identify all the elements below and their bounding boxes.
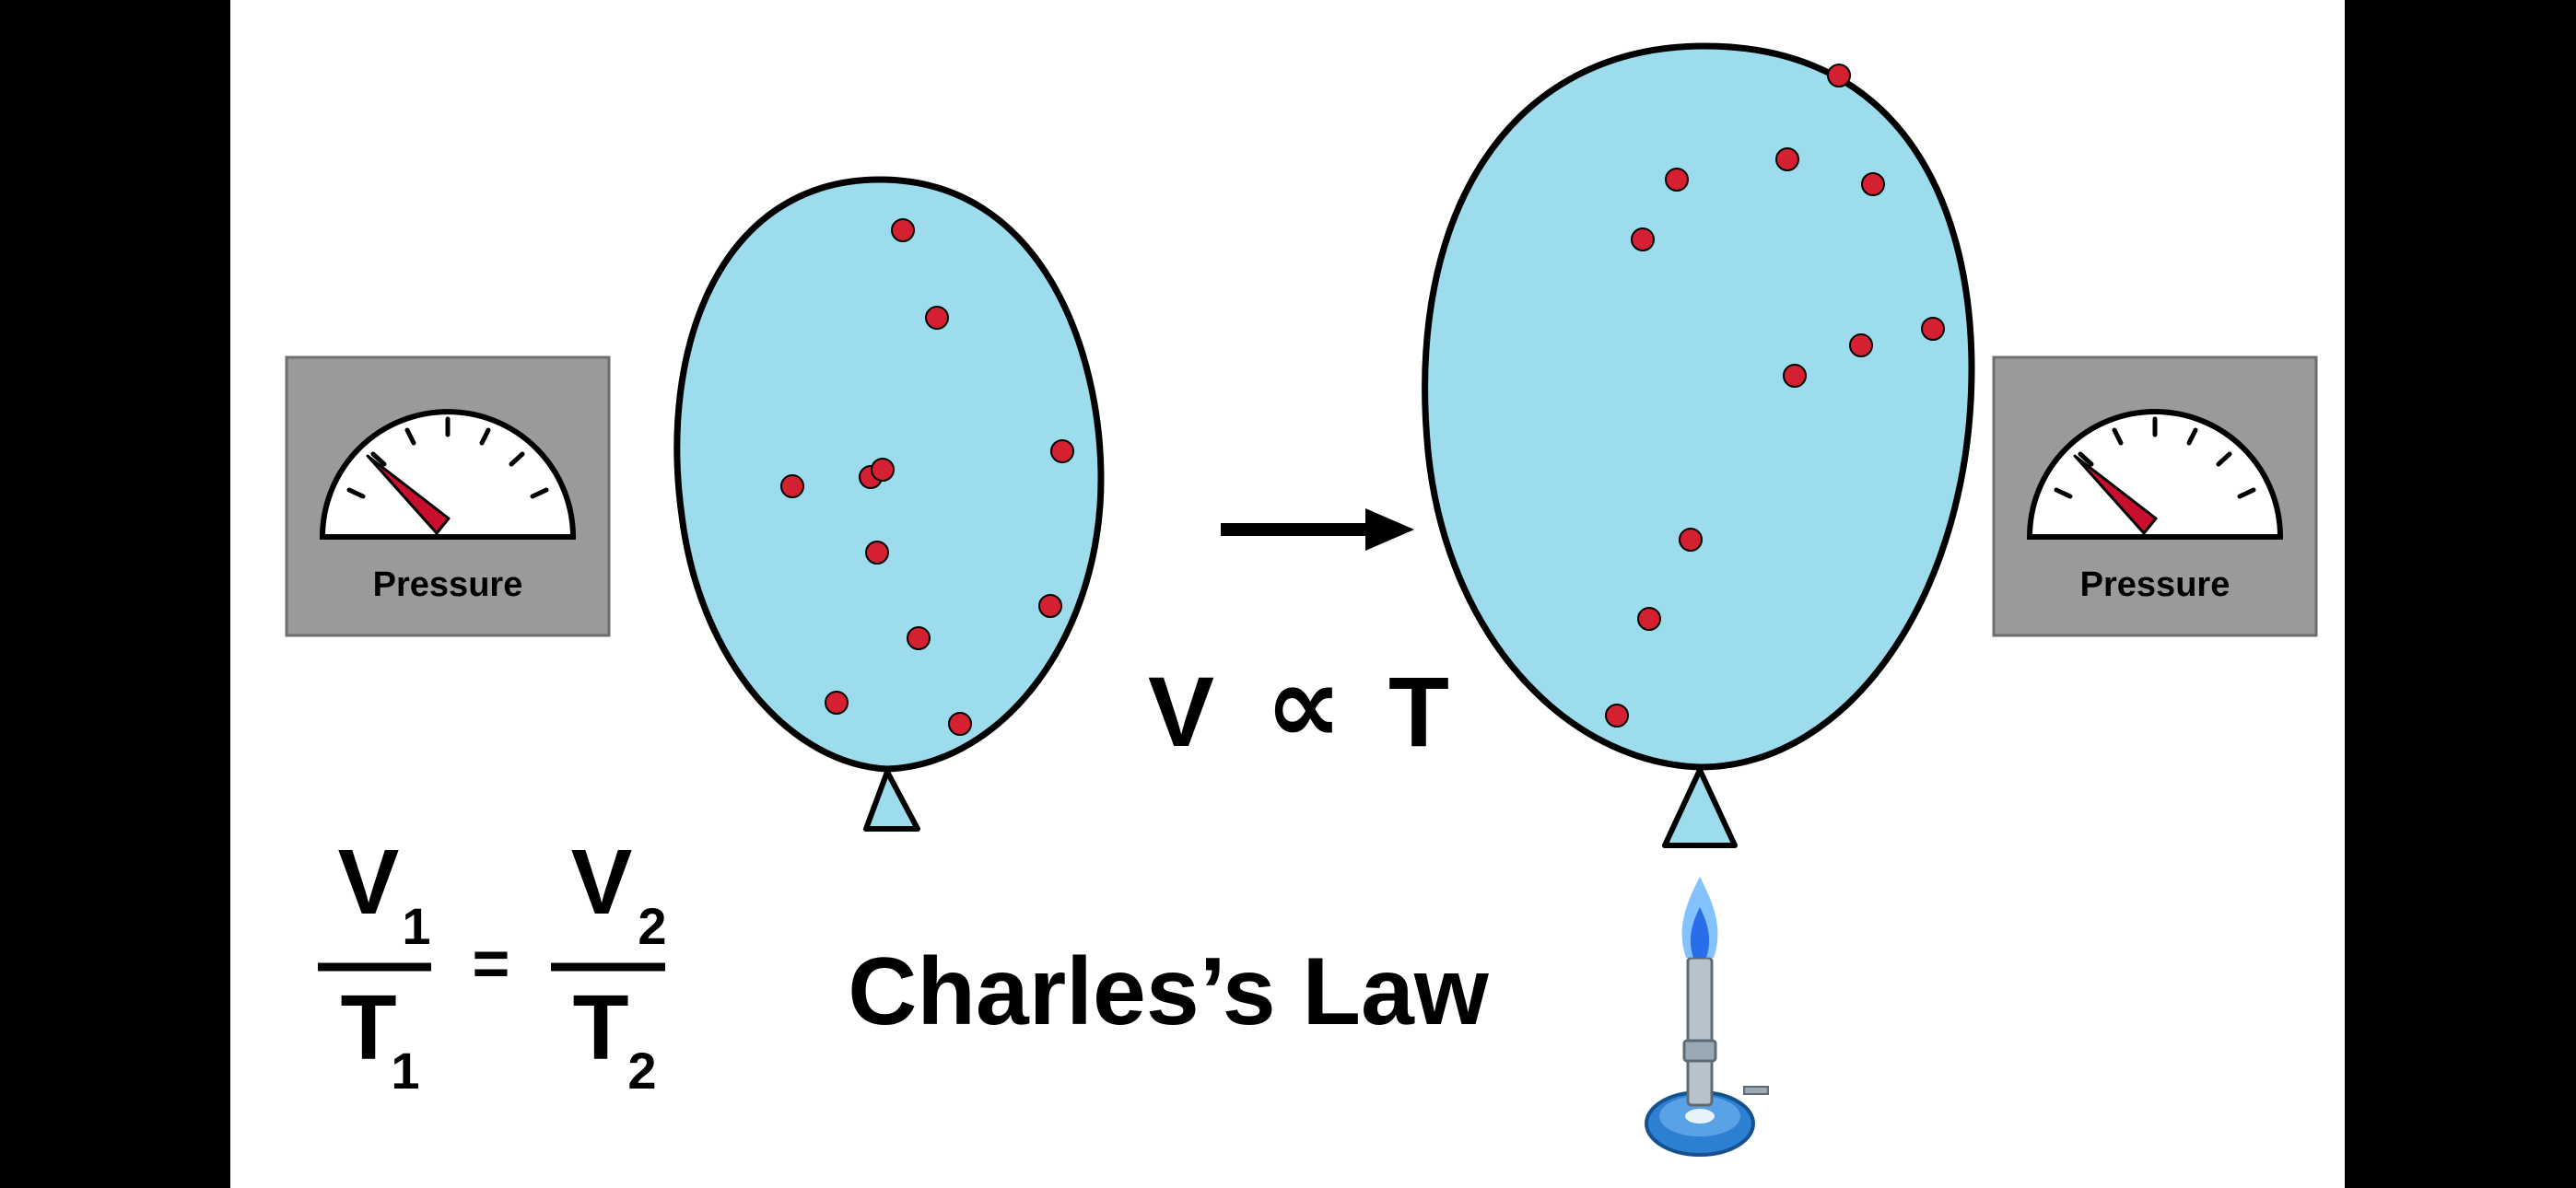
equation-v2-subscript: 2 (638, 897, 666, 955)
particle (780, 474, 804, 498)
equation-t2: T (572, 976, 628, 1079)
particle (1827, 64, 1851, 87)
balloon-large-body (1422, 42, 1975, 771)
particle (891, 218, 915, 242)
balloon-small-knot (863, 769, 920, 832)
gas-particles-large (1605, 64, 1945, 728)
gas-particles-small (780, 218, 1074, 736)
bunsen-burner-icon (1645, 877, 1769, 1157)
flame-inner (1690, 907, 1710, 958)
equation-t1: T (340, 976, 396, 1079)
balloon-large (1422, 42, 1975, 848)
particle (1849, 333, 1873, 357)
particle (1637, 607, 1661, 631)
equation-t2-subscript: 2 (627, 1042, 656, 1100)
equation-t1-subscript: 1 (391, 1042, 419, 1100)
particle (1783, 364, 1807, 388)
particle (825, 691, 849, 715)
particle (925, 306, 949, 330)
pressure-gauge-icon (2026, 409, 2284, 540)
charles-law-equation: V 1 T 1 = V 2 T 2 (318, 831, 667, 1100)
particle (1631, 227, 1655, 251)
right-arrow-icon (1221, 508, 1414, 551)
particle (1665, 168, 1689, 192)
pressure-gauge-left: Pressure (285, 355, 611, 637)
particle (1038, 594, 1062, 618)
particle (871, 458, 895, 482)
burner-tube (1686, 956, 1714, 1107)
relation-temperature: T (1388, 656, 1449, 767)
balloon-large-knot (1662, 767, 1738, 848)
particle (1775, 147, 1799, 171)
gauge-label-left: Pressure (373, 565, 523, 604)
particle (865, 541, 889, 565)
particle (1605, 704, 1629, 728)
gauge-label-right: Pressure (2080, 565, 2231, 604)
relation-proportional-symbol: ∝ (1265, 645, 1342, 766)
particle (1050, 439, 1074, 463)
equation-v2: V (571, 831, 633, 934)
particle (907, 626, 931, 650)
balloon-small (673, 176, 1105, 832)
pressure-gauge-icon (319, 409, 577, 540)
particle (1679, 528, 1703, 552)
pressure-gauge-right: Pressure (1992, 355, 2318, 637)
particle (1861, 172, 1885, 196)
relation-volume: V (1148, 656, 1214, 767)
equation-v1: V (338, 831, 400, 934)
equation-equals: = (473, 927, 510, 999)
diagram-title: Charles’s Law (848, 938, 1490, 1045)
equation-v1-subscript: 1 (402, 897, 430, 955)
proportionality-relation: V ∝ T (1148, 645, 1449, 767)
particle (1921, 317, 1945, 341)
particle (948, 712, 972, 736)
